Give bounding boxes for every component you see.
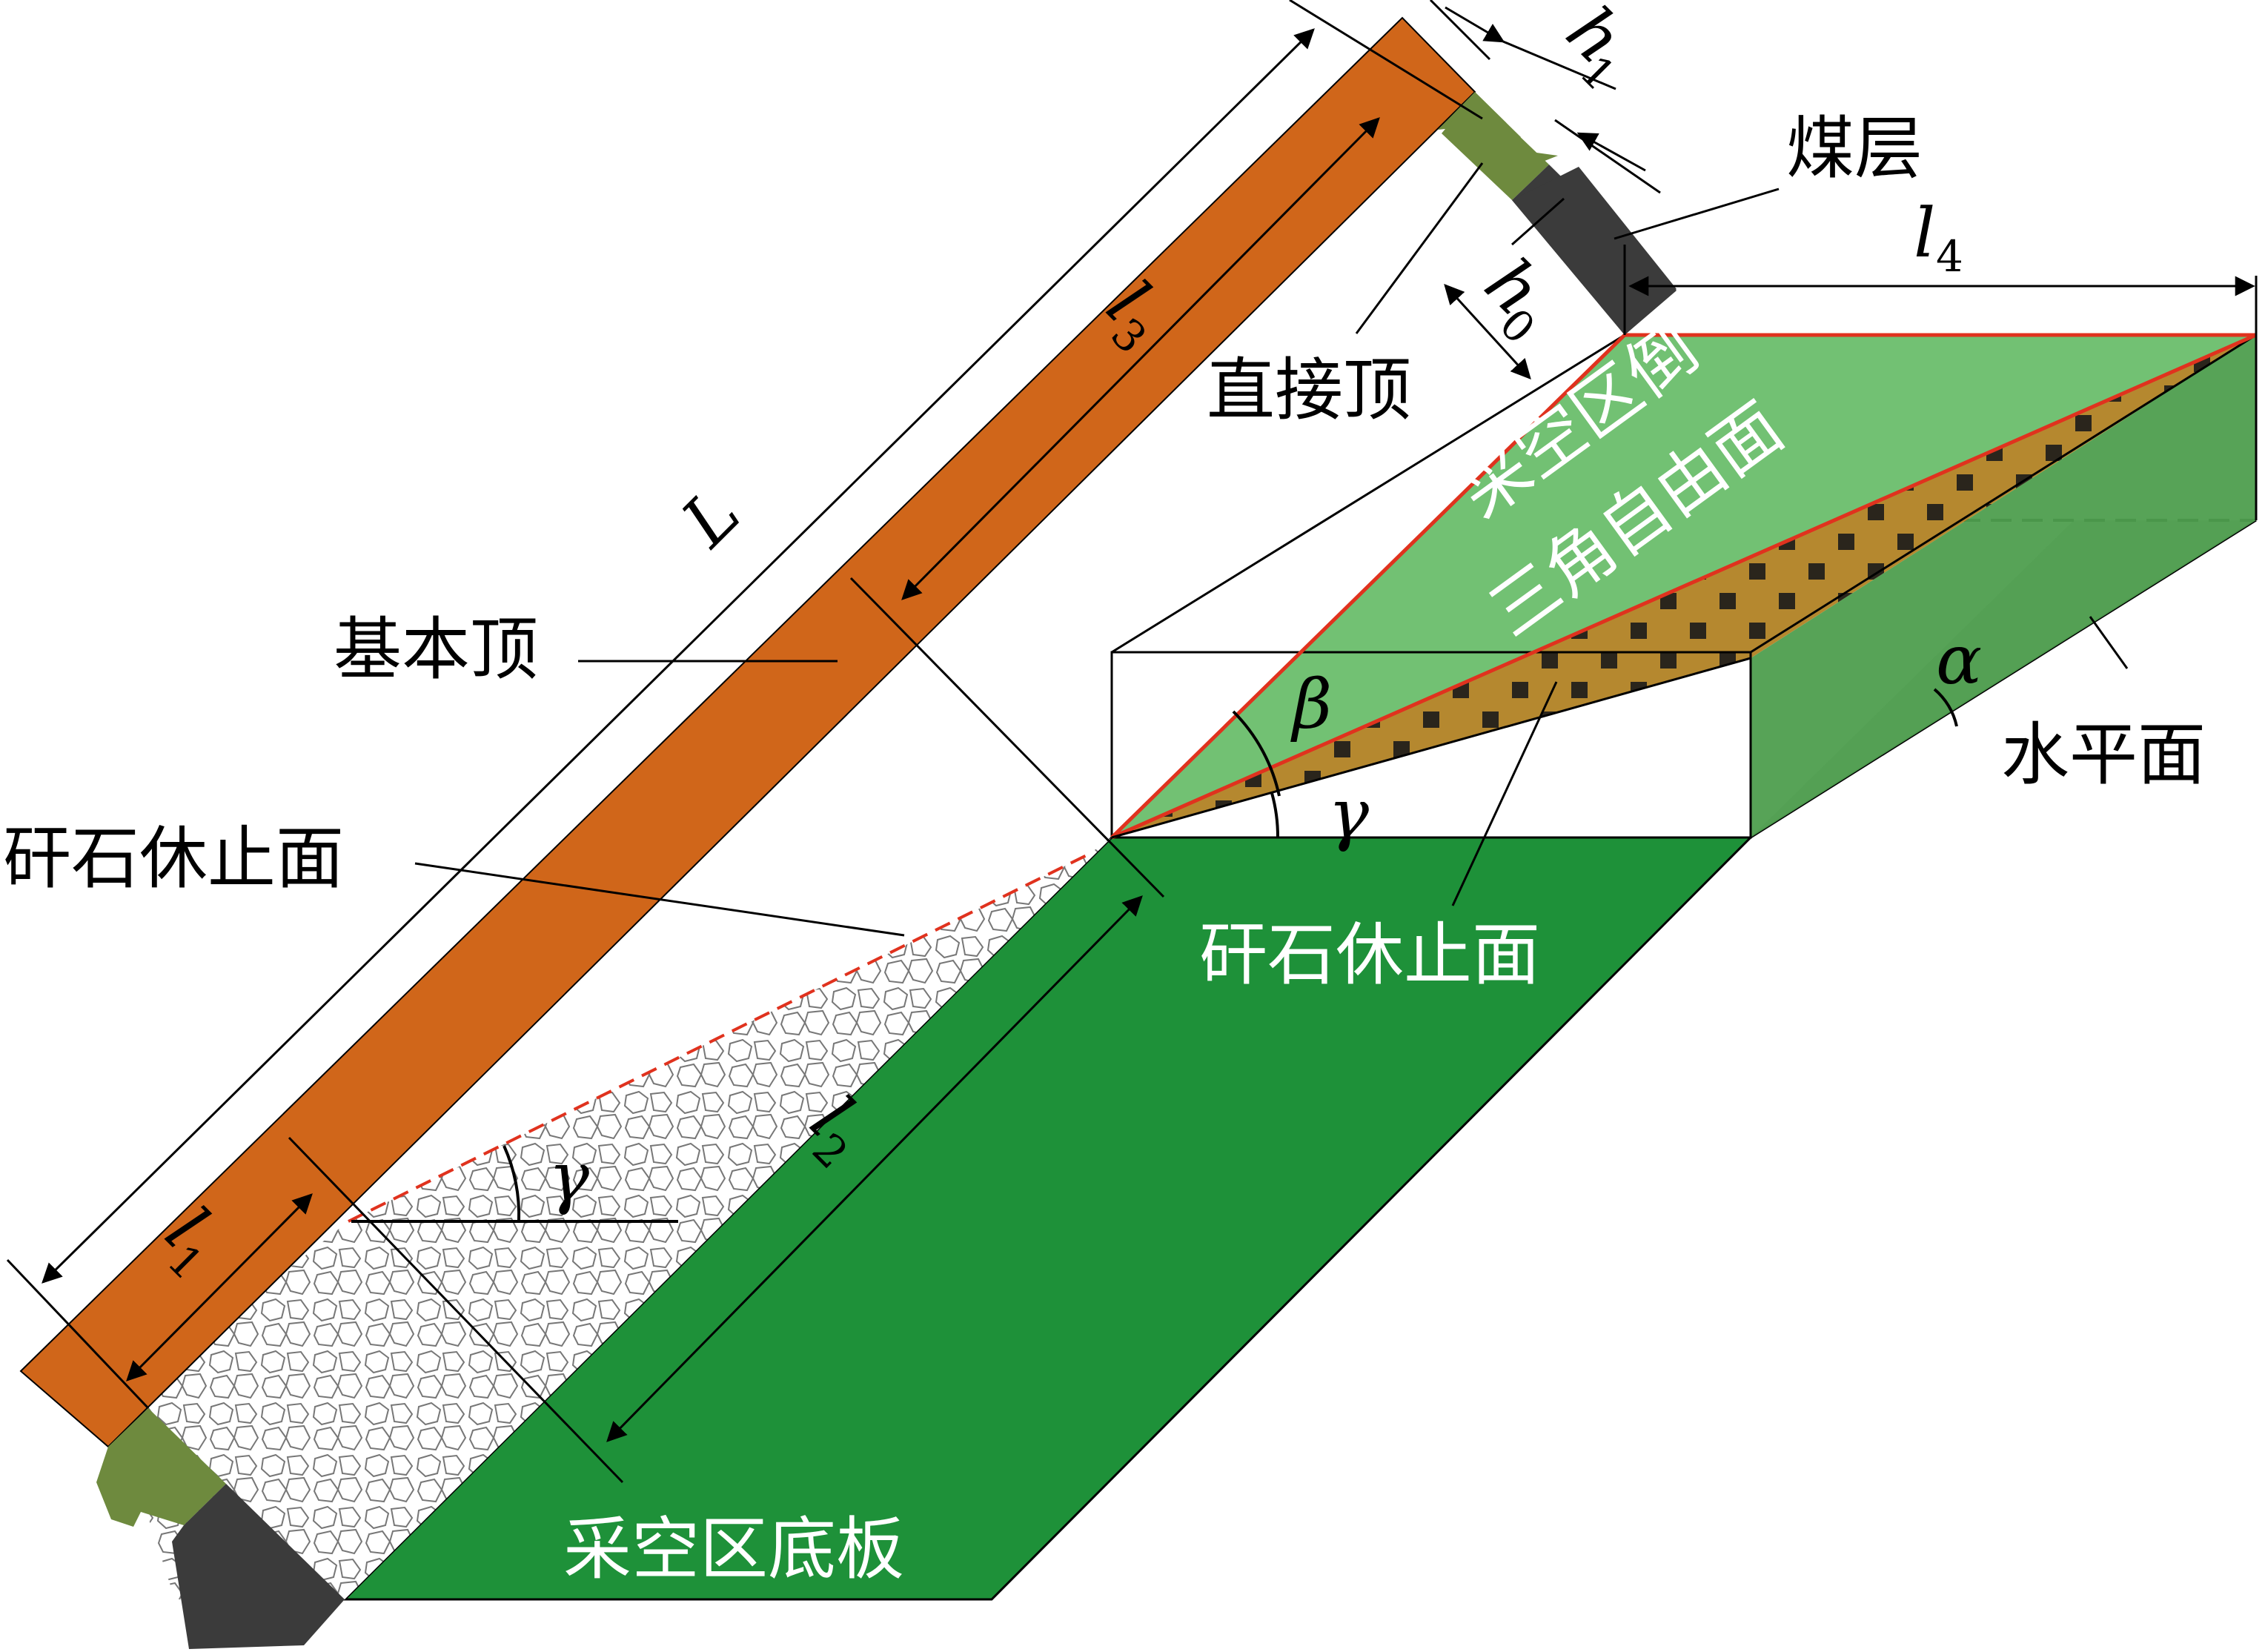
dim-L-ext-top [1289,0,1483,120]
dim-h1-arrow-a [1445,6,1505,43]
symbol-h1: h 1 [1551,0,1639,101]
symbol-l4-sub: 4 [1936,231,1963,282]
label-immediate-roof: 直接顶 [1207,351,1411,430]
label-gangue-rest-left: 矸石休止面 [3,819,344,898]
label-main-roof: 基本顶 [334,610,538,689]
box-right-face [1751,335,2256,837]
dim-L-ext-bottom [6,1258,150,1410]
dim-h1-ext-b [1554,119,1661,194]
symbol-l4-letter: l [1914,193,1935,273]
dim-l2-line [606,895,1143,1442]
beta-arc [1232,710,1281,797]
leader-coal-seam [1614,188,1780,240]
symbol-l4: l 4 [1914,193,1963,282]
immediate-roof-lower [96,1408,226,1527]
label-horizontal-plane: 水平面 [2001,715,2206,795]
dim-l3-line [901,117,1380,600]
label-gob-floor: 采空区底板 [563,1510,904,1589]
symbol-L: L [666,474,755,563]
symbol-h0: h 0 [1470,244,1557,354]
dim-l3-ext [849,577,1165,898]
alpha-arc [1933,688,1958,727]
immediate-roof-upper-body [1442,93,1549,200]
dim-h0-ext [1511,197,1565,246]
label-coal-seam: 煤层 [1786,109,1923,188]
box-top-right-edge [1750,334,2257,654]
symbol-alpha: α [1936,620,1982,700]
label-gangue-rest-center: 矸石休止面 [1199,915,1540,995]
coal-seam-lower [172,1484,345,1649]
leader-horizontal-plane [2089,616,2129,669]
dim-l1-line [126,1193,313,1381]
gamma-arc-right [1270,792,1280,838]
leader-immediate-roof [1355,162,1484,334]
dim-h1-arrow-b [1576,132,1646,172]
leader-gangue-left [414,862,905,937]
dim-h1-ext-a [1429,0,1491,61]
gamma-arc-left [503,1145,521,1222]
dim-h0-line [1444,284,1531,379]
leader-gangue-center [1451,681,1558,906]
symbol-gamma-left: γ [548,1138,590,1217]
dim-h1-mid [1502,40,1616,90]
symbol-gamma-right: γ [1328,774,1370,854]
symbol-beta: β [1290,665,1332,744]
dim-l1-ext-a [288,1136,624,1484]
